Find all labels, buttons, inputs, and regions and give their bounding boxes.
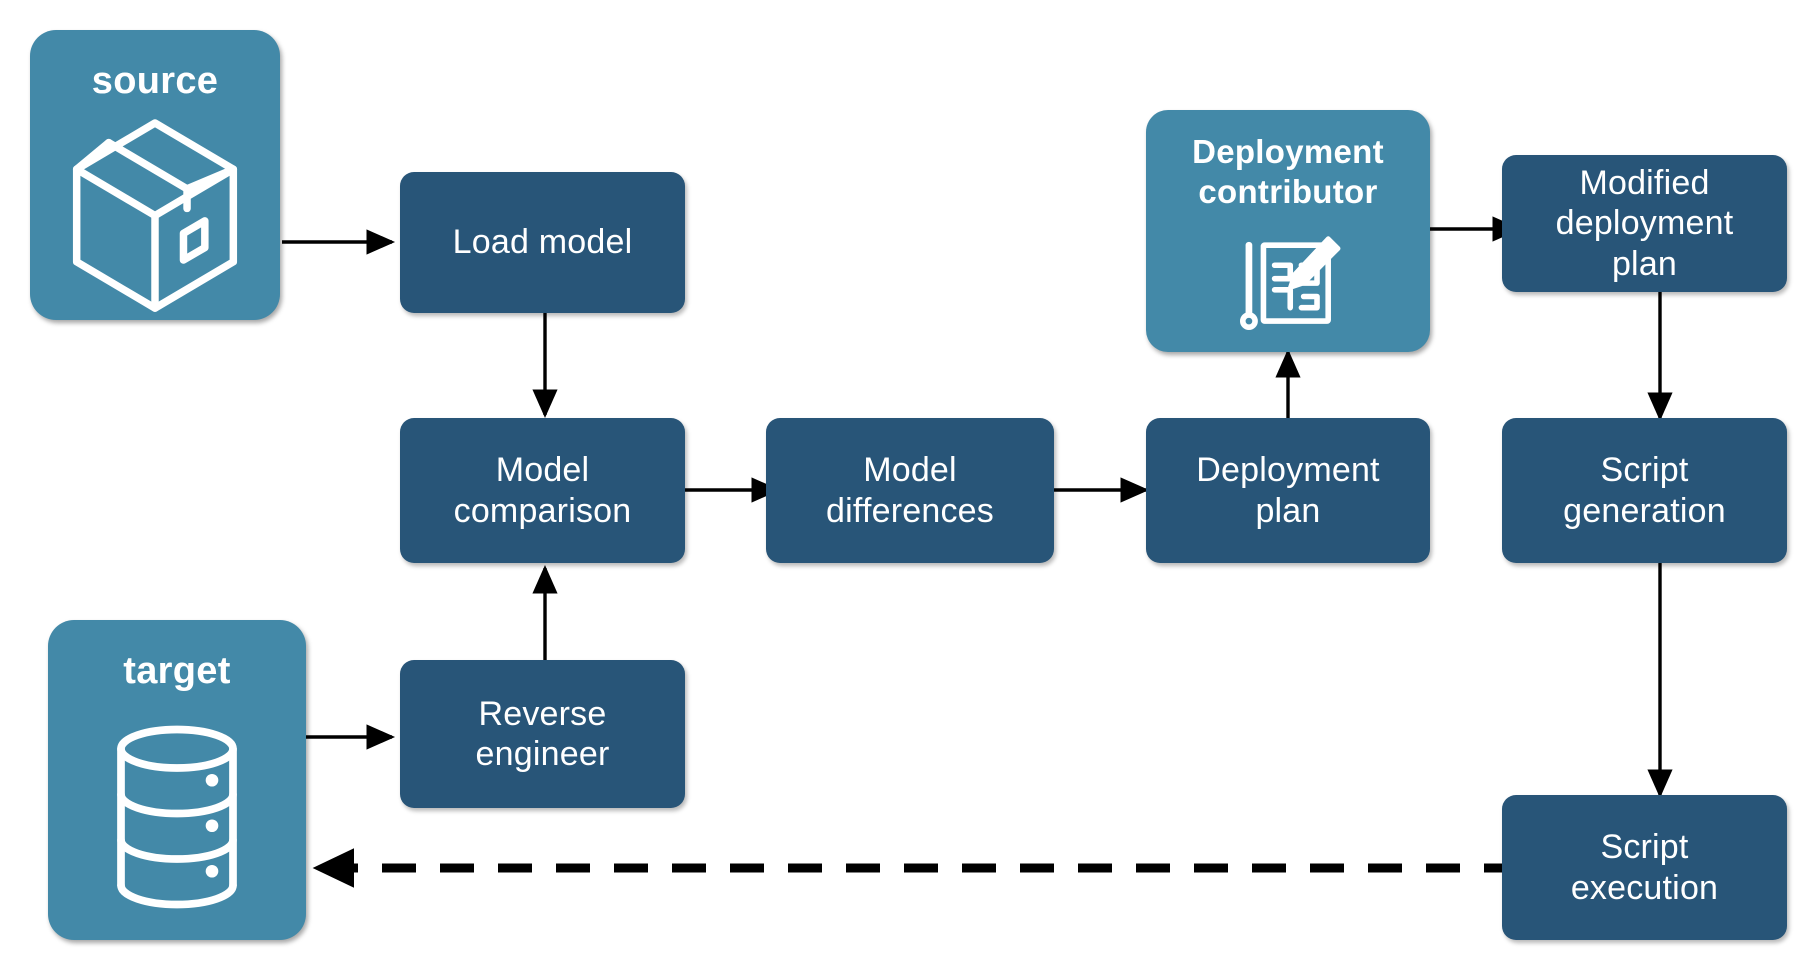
model-comparison-label: Model comparison	[453, 451, 632, 530]
script-generation-label: Script generation	[1563, 451, 1726, 530]
node-deployment-contributor[interactable]: Deployment contributor	[1146, 110, 1430, 352]
node-model-comparison[interactable]: Model comparison	[400, 418, 685, 563]
source-label: source	[91, 60, 219, 102]
load-model-label: Load model	[452, 223, 633, 262]
blueprint-pencil-icon	[1146, 211, 1430, 352]
package-box-icon	[30, 103, 280, 320]
node-script-execution[interactable]: Script execution	[1502, 795, 1787, 940]
node-reverse-engineer[interactable]: Reverse engineer	[400, 660, 685, 808]
script-execution-label: Script execution	[1570, 828, 1719, 907]
node-target[interactable]: target	[48, 620, 306, 940]
node-load-model[interactable]: Load model	[400, 172, 685, 313]
database-cylinder-icon	[48, 693, 306, 940]
model-differences-label: Model differences	[826, 451, 994, 530]
node-modified-deployment-plan[interactable]: Modified deployment plan	[1502, 155, 1787, 292]
deployment-plan-label: Deployment plan	[1196, 451, 1380, 530]
modified-deployment-plan-label: Modified deployment plan	[1555, 164, 1734, 283]
node-script-generation[interactable]: Script generation	[1502, 418, 1787, 563]
reverse-engineer-label: Reverse engineer	[475, 694, 610, 773]
node-model-differences[interactable]: Model differences	[766, 418, 1054, 563]
deployment-contributor-label: Deployment contributor	[1192, 133, 1384, 210]
target-label: target	[123, 650, 231, 692]
node-deployment-plan[interactable]: Deployment plan	[1146, 418, 1430, 563]
node-source[interactable]: source	[30, 30, 280, 320]
